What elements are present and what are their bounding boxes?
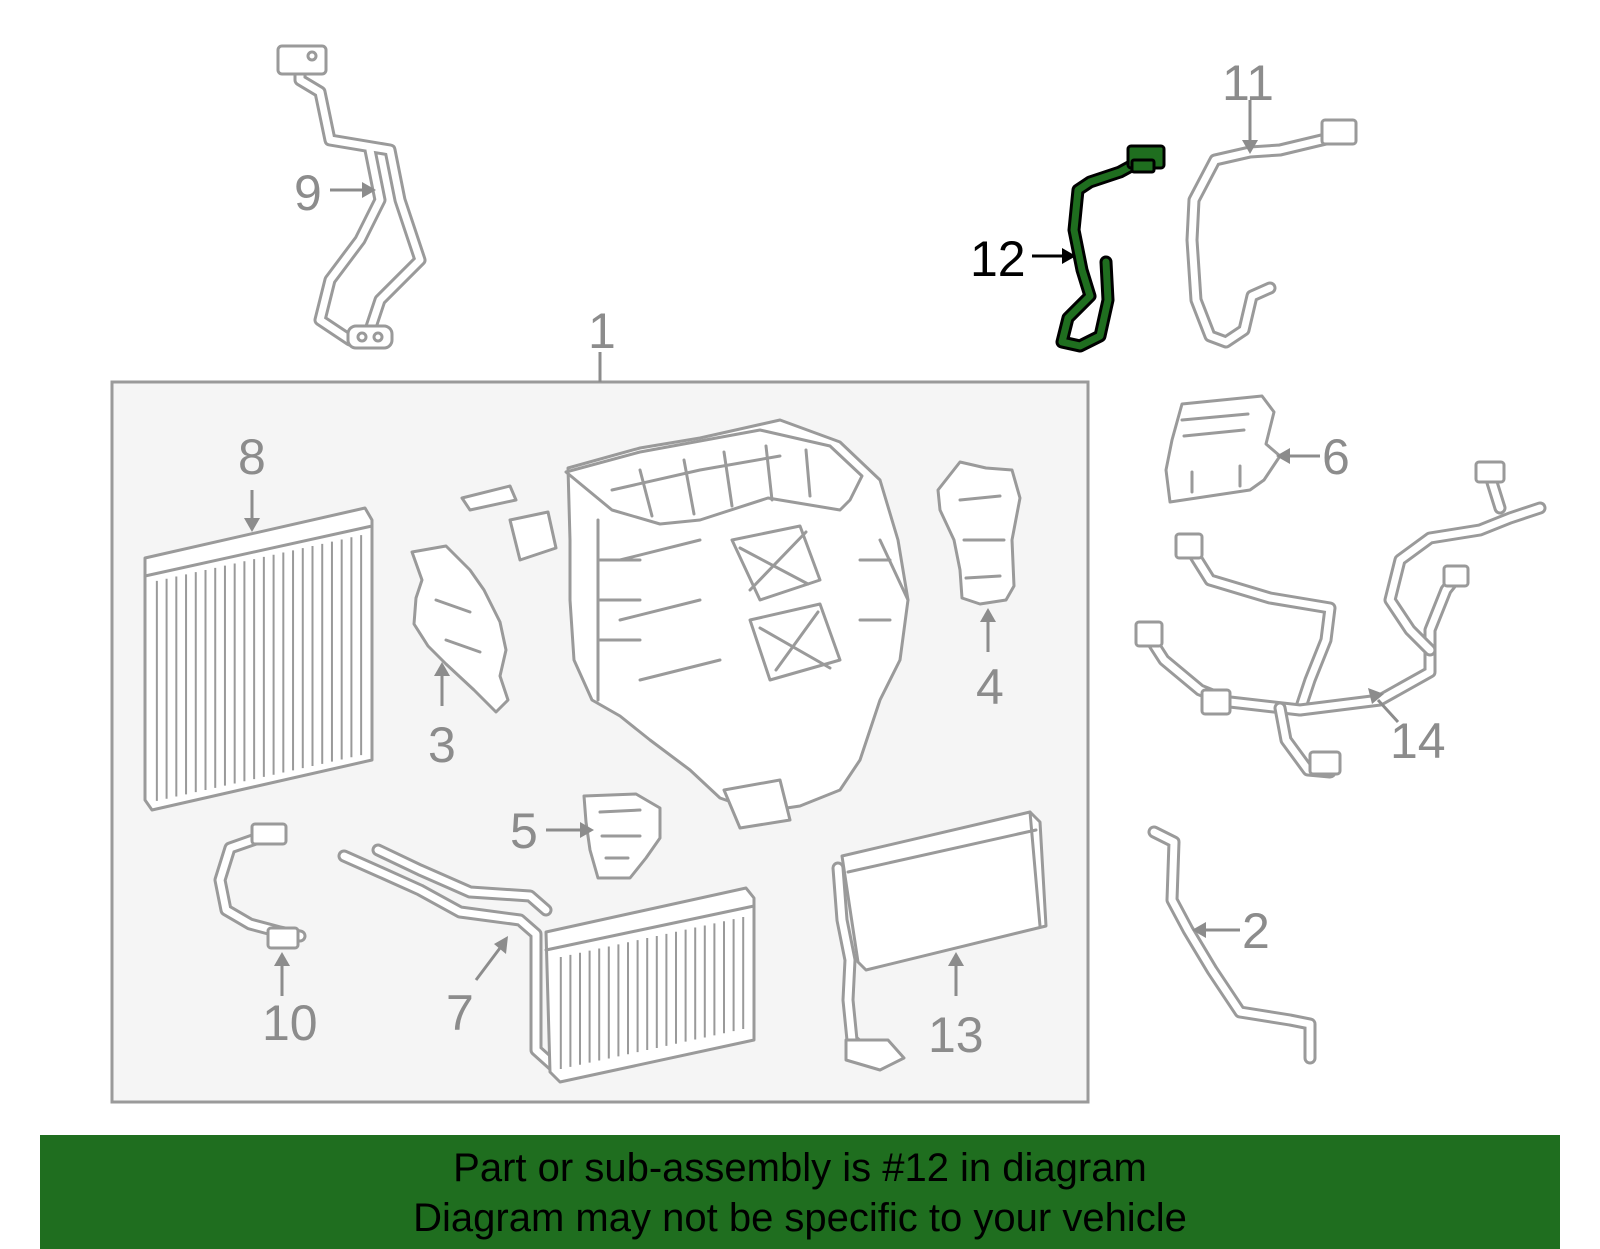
callout-1: 1 (588, 303, 616, 359)
callout-13-arrow (948, 952, 964, 996)
part-11-wire[interactable] (1185, 118, 1358, 349)
part-3-actuator[interactable] (410, 544, 510, 714)
callout-3-arrow (434, 662, 450, 706)
callout-14: 14 (1390, 713, 1446, 769)
callout-7-arrow (474, 936, 508, 981)
part-5-actuator[interactable] (582, 792, 662, 880)
callout-10-arrow (274, 952, 290, 996)
callout-4: 4 (976, 659, 1004, 715)
banner-line-1: Part or sub-assembly is #12 in diagram (453, 1146, 1147, 1190)
callout-6-arrow (1276, 448, 1320, 464)
callout-13: 13 (928, 1007, 984, 1063)
callout-6: 6 (1322, 429, 1350, 485)
part-14-harness[interactable] (1134, 460, 1547, 779)
callout-8-arrow (244, 490, 260, 532)
callout-9: 9 (294, 165, 322, 221)
banner-line-2: Diagram may not be specific to your vehi… (413, 1196, 1187, 1240)
hvac-housing[interactable] (460, 418, 910, 830)
fins-8 (155, 535, 363, 801)
part-7-heater-core[interactable] (337, 843, 756, 1084)
callout-12-arrow (1032, 248, 1076, 264)
callout-5-arrow (546, 822, 594, 838)
fins-7 (559, 917, 745, 1069)
callout-11: 11 (1222, 55, 1274, 111)
callout-2-arrow (1192, 922, 1240, 938)
part-8-evaporator[interactable] (143, 506, 374, 812)
callout-9-arrow (330, 182, 376, 198)
callout-12: 12 (970, 231, 1026, 287)
part-4-actuator[interactable] (936, 460, 1022, 606)
part-12-tube[interactable] (1055, 144, 1166, 353)
callout-7: 7 (446, 985, 474, 1041)
callout-11-arrow (1242, 100, 1258, 154)
part-6-module[interactable] (1164, 394, 1282, 504)
callout-3: 3 (428, 717, 456, 773)
part-9-tube[interactable] (276, 44, 427, 350)
info-banner: Part or sub-assembly is #12 in diagram D… (40, 1135, 1560, 1249)
part-10-wire[interactable] (213, 822, 307, 950)
part-2-hose[interactable] (1147, 825, 1317, 1065)
callout-2: 2 (1242, 903, 1270, 959)
part-13-core[interactable] (831, 810, 1048, 1072)
callout-14-arrow (1368, 688, 1400, 724)
callout-4-arrow (980, 608, 996, 652)
callout-10: 10 (262, 995, 318, 1051)
callout-8: 8 (238, 429, 266, 485)
callout-5: 5 (510, 803, 538, 859)
